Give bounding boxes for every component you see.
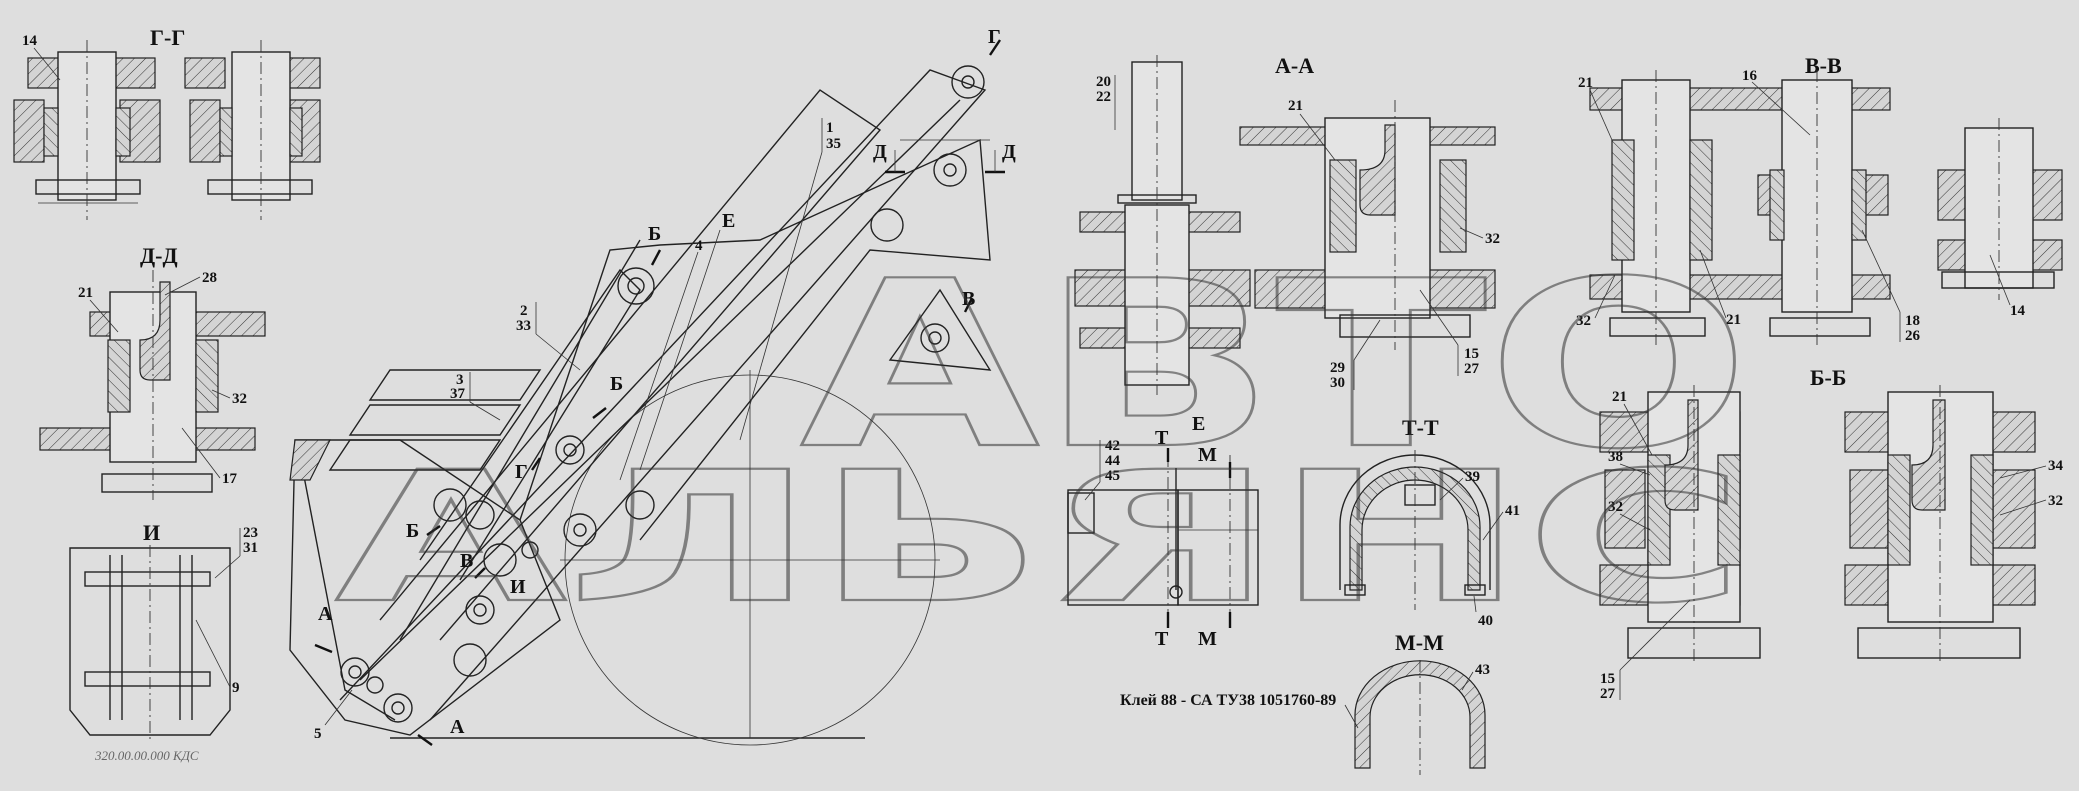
section-title-a-a: А-А: [1275, 53, 1314, 78]
callout-dd-28: 28: [202, 270, 217, 286]
section-title-i: И: [143, 520, 160, 545]
callout-aa-27: 27: [1464, 361, 1480, 377]
cut-mark-a-bottom: А: [450, 716, 465, 738]
section-title-d-d: Д-Д: [140, 243, 178, 268]
callout-bb-32b: 32: [2048, 493, 2063, 509]
callout-vv-18: 18: [1905, 313, 1920, 329]
callout-aa-15: 15: [1464, 346, 1479, 362]
cut-mark-g-top: Г: [988, 26, 1001, 48]
cut-mark-i: И: [510, 576, 526, 598]
section-title-v-v: В-В: [1805, 53, 1842, 78]
callout-main-4: 4: [695, 238, 703, 254]
callout-vv-14: 14: [2010, 303, 2026, 319]
cut-mark-v-top: В: [962, 288, 975, 310]
callout-gg-14: 14: [22, 33, 38, 49]
callout-vv-26: 26: [1905, 328, 1921, 344]
watermark: АВТО АЛЬЯНС: [334, 232, 1751, 644]
detail-e: Е Т Т М М 42 44 45: [1067, 413, 1259, 650]
cut-mark-v-low: В: [460, 550, 473, 572]
callout-vv-16: 16: [1742, 68, 1758, 84]
callout-i-9: 9: [232, 680, 240, 696]
cut-mark-a-low: А: [318, 603, 333, 625]
callout-tt-41: 41: [1505, 503, 1520, 519]
callout-i-31: 31: [243, 540, 258, 556]
callout-vv-21: 21: [1578, 75, 1593, 91]
callout-main-3: 3: [456, 372, 464, 388]
section-b-b: Б-Б 21 38 32 15 27 34 32: [1599, 365, 2064, 702]
section-i: И 23 31 9 320.00.00.000 КДС: [69, 520, 258, 763]
callout-e-42: 42: [1105, 438, 1120, 454]
callout-bb-38: 38: [1608, 449, 1623, 465]
callout-mm-43: 43: [1475, 662, 1490, 678]
glue-note: Клей 88 - СА ТУ38 1051760-89: [1120, 692, 1336, 709]
callout-e-45: 45: [1105, 468, 1120, 484]
callout-bb-27: 27: [1600, 686, 1616, 702]
section-a-a: А-А 20 22 21 32 15 27 29 30: [1074, 53, 1500, 395]
callout-bb-15: 15: [1600, 671, 1615, 687]
callout-vv-21b: 21: [1726, 312, 1741, 328]
callout-tt-40: 40: [1478, 613, 1493, 629]
cut-mark-b-low: Б: [406, 520, 419, 542]
main-assembly-view: Г Д Д Б Б Б В В Г А А Е И 1 35 2 33 3: [289, 26, 1016, 746]
callout-main-5: 5: [314, 726, 322, 742]
cut-mark-b-top: Б: [648, 223, 661, 245]
cut-mark-t-bottom: Т: [1155, 628, 1169, 650]
callout-i-23: 23: [243, 525, 258, 541]
section-m-m: М-М 43 Клей 88 - СА ТУ38 1051760-89: [1120, 630, 1490, 775]
cut-mark-d-right: Д: [1002, 141, 1016, 163]
cut-mark-b-mid: Б: [610, 373, 623, 395]
callout-main-37: 37: [450, 386, 466, 402]
section-title-m-m: М-М: [1395, 630, 1444, 655]
callout-main-1: 1: [826, 120, 834, 136]
section-v-v: В-В 21 16 32 21 18 26 14: [1576, 53, 2063, 345]
callout-dd-17: 17: [222, 471, 238, 487]
callout-main-35: 35: [826, 136, 841, 152]
callout-aa-30: 30: [1330, 375, 1345, 391]
callout-aa-21: 21: [1288, 98, 1303, 114]
cut-mark-m-bottom: М: [1198, 628, 1217, 650]
section-t-t: Т-Т 39 41 40: [1339, 415, 1520, 629]
callout-aa-32: 32: [1485, 231, 1500, 247]
callout-e-44: 44: [1105, 453, 1121, 469]
callout-aa-29: 29: [1330, 360, 1345, 376]
cut-mark-d-left: Д: [873, 141, 887, 163]
callout-bb-21: 21: [1612, 389, 1627, 405]
section-title-b-b: Б-Б: [1810, 365, 1846, 390]
callout-tt-39: 39: [1465, 469, 1480, 485]
section-d-d: Д-Д 21 28 32 17: [39, 243, 266, 500]
cut-mark-e-mid: Е: [1192, 413, 1205, 435]
document-number: 320.00.00.000 КДС: [94, 748, 199, 763]
watermark-line-1: АВТО: [800, 233, 1750, 500]
callout-main-2: 2: [520, 303, 528, 319]
section-title-g-g: Г-Г: [150, 25, 185, 50]
callout-vv-32: 32: [1576, 313, 1591, 329]
callout-aa-20: 20: [1096, 74, 1111, 90]
callout-aa-22: 22: [1096, 89, 1111, 105]
callout-dd-32: 32: [232, 391, 247, 407]
cut-mark-e-top: Е: [722, 210, 735, 232]
cut-mark-g-mid: Г: [515, 461, 528, 483]
section-g-g: Г-Г 14: [13, 25, 321, 220]
callout-main-33: 33: [516, 318, 531, 334]
callout-bb-34: 34: [2048, 458, 2064, 474]
callout-bb-32: 32: [1608, 499, 1623, 515]
section-title-t-t: Т-Т: [1402, 415, 1439, 440]
cut-mark-m-top: М: [1198, 444, 1217, 466]
cut-mark-t-top: Т: [1155, 427, 1169, 449]
watermark-line-2: АЛЬЯНС: [335, 434, 1745, 643]
callout-dd-21: 21: [78, 285, 93, 301]
